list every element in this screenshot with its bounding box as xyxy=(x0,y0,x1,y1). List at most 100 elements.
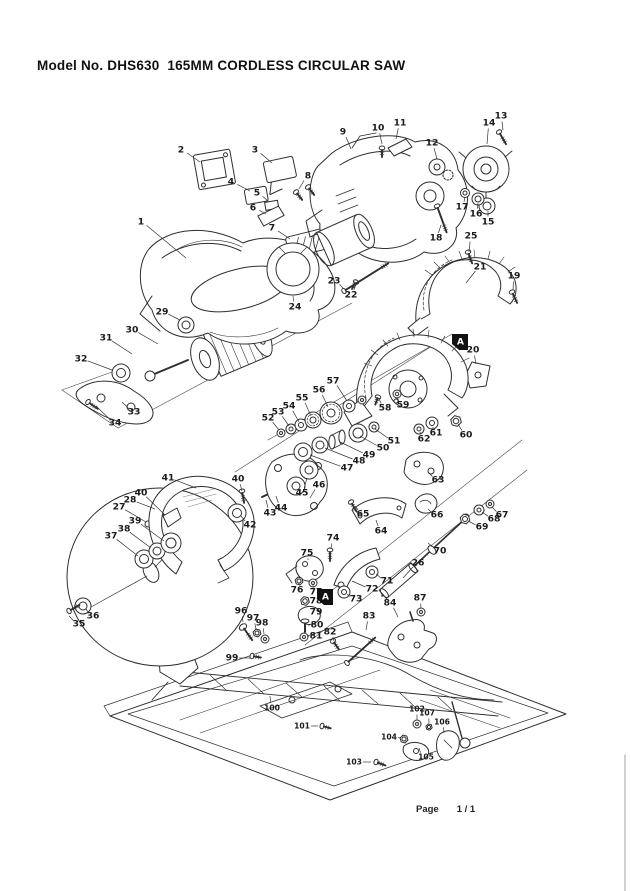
part-leader-line xyxy=(116,539,139,557)
part-leader-line xyxy=(146,225,187,259)
part-leader-line xyxy=(351,580,366,588)
part-leader-line xyxy=(378,398,382,404)
motor-end-bell xyxy=(458,145,513,201)
part-number-label: 21 xyxy=(474,262,487,273)
part-leader-line xyxy=(240,515,246,522)
bracket-63 xyxy=(403,451,444,485)
part-number-label: 102 xyxy=(409,705,425,714)
part-number-label: 72 xyxy=(366,584,379,595)
part-leader-line xyxy=(324,447,353,460)
part-leader-line xyxy=(433,148,438,160)
part-number-label: 30 xyxy=(126,325,139,336)
part-number-label: 56 xyxy=(313,385,326,396)
part-leader-line xyxy=(491,506,497,512)
safety-cover xyxy=(148,475,255,584)
part-leader-line xyxy=(269,695,271,703)
svg-text:A: A xyxy=(457,338,464,348)
part-leader-line xyxy=(375,573,382,579)
part-number-label: 29 xyxy=(156,307,169,318)
clamp-66 xyxy=(414,493,438,514)
part-leader-line xyxy=(465,270,476,284)
part-number-label: 74 xyxy=(327,533,340,544)
part-leader-line xyxy=(237,184,251,192)
part-number-label: 35 xyxy=(73,619,86,630)
bevel-knob-106 xyxy=(436,730,460,761)
part-leader-line xyxy=(393,607,399,618)
part-number-label: 58 xyxy=(379,403,392,414)
part-number-label: 54 xyxy=(283,401,296,412)
part-number-label: 107 xyxy=(419,709,435,718)
part-leader-line xyxy=(140,523,165,542)
part-leader-line xyxy=(272,421,280,431)
part-number-label: 97 xyxy=(247,613,260,624)
part-number-label: 37 xyxy=(105,531,118,542)
part-leader-line xyxy=(292,410,300,423)
part-number-label: 99 xyxy=(226,653,239,664)
part-number-label: 70 xyxy=(434,546,447,557)
part-leader-line xyxy=(463,196,466,202)
part-number-label: 75 xyxy=(301,548,314,559)
part-leader-line xyxy=(85,608,89,613)
section-marker-a: A xyxy=(452,334,468,350)
part-number-label: 53 xyxy=(272,407,285,418)
part-number-label: 34 xyxy=(109,418,122,429)
part-number-label: 1 xyxy=(138,217,144,228)
part-number-label: 71 xyxy=(381,576,394,587)
part-leader-line xyxy=(476,202,479,209)
part-leader-line xyxy=(68,615,74,621)
part-number-label: 46 xyxy=(313,480,326,491)
leader-lines xyxy=(68,121,514,763)
part-leader-line xyxy=(145,496,165,515)
part-leader-line xyxy=(275,495,279,504)
part-leader-line xyxy=(419,431,421,435)
part-number-label: 63 xyxy=(432,475,445,486)
part-leader-line xyxy=(259,209,267,215)
part-number-label: 64 xyxy=(375,526,388,537)
part-number-label: 9 xyxy=(340,127,346,138)
switch-levers xyxy=(243,185,285,227)
part-number-label: 32 xyxy=(75,354,88,365)
part-number-label: 16 xyxy=(470,209,483,220)
part-number-label: 73 xyxy=(350,594,363,605)
part-leader-line xyxy=(418,747,421,753)
part-number-label: 12 xyxy=(426,138,439,149)
part-leader-line xyxy=(309,489,316,499)
part-number-label: 2 xyxy=(178,145,184,156)
part-leader-line xyxy=(395,128,399,140)
part-leader-line xyxy=(129,531,152,549)
part-number-label: 31 xyxy=(100,333,113,344)
part-number-label: 20 xyxy=(467,345,480,356)
part-leader-line xyxy=(345,136,352,150)
dust-cover xyxy=(407,249,517,337)
part-leader-line xyxy=(254,623,257,630)
footer-page-value: 1 / 1 xyxy=(456,804,476,815)
part-leader-line xyxy=(353,283,357,291)
part-leader-line xyxy=(262,628,265,635)
part-number-label: 65 xyxy=(357,509,370,520)
section-markers: AA xyxy=(317,334,468,605)
part-leader-line xyxy=(379,133,383,145)
part-leader-line xyxy=(402,566,414,579)
part-number-label: 47 xyxy=(341,463,354,474)
part-leader-line xyxy=(186,152,201,163)
part-leader-line xyxy=(374,428,389,439)
part-number-label: 82 xyxy=(324,627,337,638)
part-number-label: 43 xyxy=(264,508,277,519)
part-number-label: 40 xyxy=(232,474,245,485)
part-number-label: 100 xyxy=(264,704,280,713)
part-leader-line xyxy=(138,332,159,345)
part-number-label: 40 xyxy=(135,488,148,499)
part-leader-line xyxy=(282,416,290,427)
part-number-label: 25 xyxy=(465,231,478,242)
part-number-label: 27 xyxy=(113,502,126,513)
part-number-label: 105 xyxy=(418,753,434,762)
part-number-label: 39 xyxy=(129,516,142,527)
part-number-label: 79 xyxy=(310,607,323,618)
part-number-label: 78 xyxy=(310,596,323,607)
part-leader-line xyxy=(427,542,435,549)
part-number-label: 57 xyxy=(327,376,340,387)
part-number-label: 10 xyxy=(372,123,385,134)
